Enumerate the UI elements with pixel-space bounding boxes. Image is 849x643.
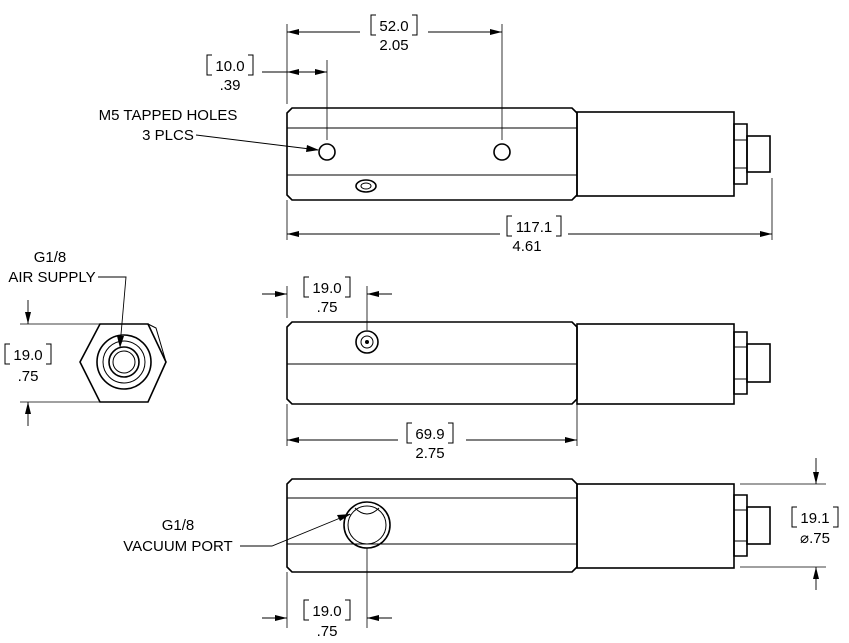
dim-air-arrow-right — [367, 291, 379, 297]
dim-10-metric: 10.0 — [215, 58, 244, 75]
dim-699-bracket-right — [448, 422, 454, 444]
dim-end-bracket-right — [46, 343, 52, 365]
dim-699-bracket-left — [406, 422, 412, 444]
dim-end-metric: 19.0 — [13, 347, 42, 364]
top-air-port-inner — [360, 182, 372, 190]
dim-vac-arrow-left — [275, 615, 287, 621]
front-view: 19.0 .75 69.9 2.75 — [262, 276, 771, 462]
end-bore — [112, 350, 136, 374]
dim-air-arrow-left — [275, 291, 287, 297]
callout-air-arrow — [117, 336, 124, 348]
callout-tapped-holes-line1: M5 TAPPED HOLES — [99, 107, 238, 124]
dim-52-bracket-left — [370, 14, 376, 36]
callout-tapped-holes-line2: 3 PLCS — [142, 127, 194, 144]
callout-tapped-holes-leader — [195, 134, 319, 151]
top-round-section — [576, 111, 735, 197]
dim-699-metric: 69.9 — [415, 426, 444, 443]
dim-117-arrow-left — [287, 231, 299, 237]
top-air-port — [355, 179, 377, 193]
top-fitting — [746, 135, 771, 173]
front-round-section — [576, 323, 735, 405]
dim-52-arrow-left — [287, 29, 299, 35]
dim-52-imperial: 2.05 — [379, 37, 408, 54]
top-view: 52.0 2.05 10.0 .39 M5 TAPPED HOLES 3 PLC… — [99, 14, 773, 255]
dim-diam-arrow-bottom — [813, 567, 819, 579]
callout-vacuum-line1: G1/8 — [162, 517, 195, 534]
dim-117-arrow-right — [760, 231, 772, 237]
dim-52-arrow-right — [490, 29, 502, 35]
front-fitting — [746, 343, 771, 383]
dim-10-imperial: .39 — [220, 77, 241, 94]
bottom-fitting — [746, 506, 771, 545]
dim-diam-bracket-right — [833, 506, 839, 528]
bottom-nut — [733, 494, 748, 557]
front-air-port — [355, 330, 379, 354]
dim-117-imperial: 4.61 — [512, 238, 541, 255]
front-nut — [733, 331, 748, 395]
dim-end-imperial: .75 — [18, 368, 39, 385]
dim-end-arrow-top — [25, 312, 31, 324]
dim-699-arrow-left — [287, 437, 299, 443]
dim-10-bracket-right — [248, 54, 254, 76]
dim-diam-imperial: ⌀.75 — [800, 530, 830, 547]
callout-air-line2: AIR SUPPLY — [8, 269, 95, 286]
callout-vacuum-line2: VACUUM PORT — [123, 538, 232, 555]
dim-air-bracket-right — [345, 276, 351, 298]
dim-10-arrow-right — [315, 69, 327, 75]
callout-air-leader — [98, 276, 127, 347]
dim-10-bracket-left — [206, 54, 212, 76]
dim-end-bracket-left — [4, 343, 10, 365]
dim-diam-arrow-top — [813, 472, 819, 484]
front-air-port-inner — [360, 335, 374, 349]
bottom-view: G1/8 VACUUM PORT 19.0 .75 19.1 ⌀.75 — [123, 458, 839, 640]
callout-tapped-holes-arrow — [306, 145, 319, 152]
bottom-vacuum-port-thread — [354, 507, 380, 515]
dim-air-bracket-left — [303, 276, 309, 298]
bottom-hex-body — [286, 478, 578, 573]
dim-end-arrow-bottom — [25, 402, 31, 414]
front-air-port-center — [365, 340, 369, 344]
dim-699-arrow-right — [565, 437, 577, 443]
bottom-vacuum-port — [343, 501, 391, 549]
dim-vac-metric: 19.0 — [312, 603, 341, 620]
end-ring-3 — [108, 346, 140, 378]
callout-vacuum-arrow — [337, 514, 351, 521]
dim-699-imperial: 2.75 — [415, 445, 444, 462]
dim-diam-bracket-left — [791, 506, 797, 528]
top-hex-body — [286, 107, 578, 201]
end-ring-2 — [102, 340, 146, 384]
callout-air-line1: G1/8 — [34, 249, 67, 266]
dim-10-arrow-left — [287, 69, 299, 75]
bottom-vacuum-port-inner — [347, 505, 387, 545]
dim-vac-bracket-left — [303, 599, 309, 621]
dim-vac-imperial: .75 — [317, 623, 338, 640]
dim-117-bracket-left — [506, 215, 512, 237]
dim-vac-arrow-right — [367, 615, 379, 621]
top-tapped-hole-2 — [493, 143, 511, 161]
front-hex-body — [286, 321, 578, 405]
dim-vac-bracket-right — [345, 599, 351, 621]
dim-air-metric: 19.0 — [312, 280, 341, 297]
top-tapped-hole-1 — [318, 143, 336, 161]
dim-diam-metric: 19.1 — [800, 510, 829, 527]
dim-117-metric: 117.1 — [516, 219, 552, 236]
end-view: G1/8 AIR SUPPLY 19.0 .75 — [4, 249, 167, 426]
end-boss-edge — [147, 323, 167, 363]
top-nut — [733, 123, 748, 185]
dim-52-metric: 52.0 — [379, 18, 408, 35]
dim-52-bracket-right — [412, 14, 418, 36]
dim-117-bracket-right — [556, 215, 562, 237]
dim-air-imperial: .75 — [317, 299, 338, 316]
end-outer-ring — [96, 334, 152, 390]
callout-vacuum-leader — [240, 513, 351, 547]
bottom-round-section — [576, 483, 735, 569]
